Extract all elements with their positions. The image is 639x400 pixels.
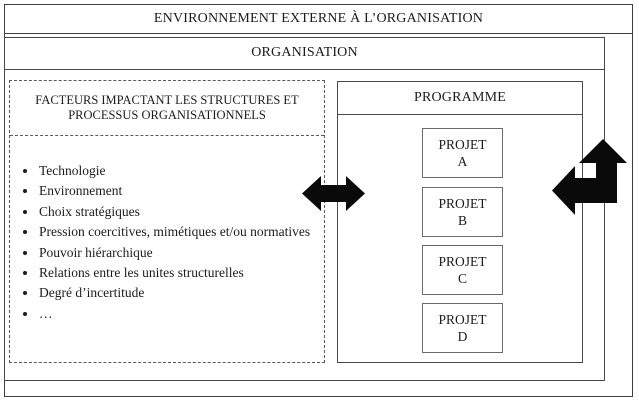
factor-item: Pouvoir hiérarchique xyxy=(38,243,318,263)
factor-item: Technologie xyxy=(38,161,318,181)
factor-item: Degré d’incertitude xyxy=(38,283,318,303)
project-b-label: PROJET xyxy=(438,196,487,211)
factor-item: Pression coercitives, mimétiques et/ou n… xyxy=(38,222,318,242)
factor-item: … xyxy=(38,304,318,324)
project-a-label: PROJET xyxy=(438,137,487,152)
factor-item: Environnement xyxy=(38,181,318,201)
project-c-label: PROJET xyxy=(438,254,487,269)
programme-box: PROGRAMME PROJET A PROJET B PROJET C PRO… xyxy=(337,81,583,363)
factors-list: Technologie Environnement Choix stratégi… xyxy=(10,161,324,324)
factors-heading: FACTEURS IMPACTANT LES STRUCTURES ET PRO… xyxy=(10,81,324,136)
programme-heading: PROGRAMME xyxy=(338,82,582,115)
project-a-id: A xyxy=(457,154,468,169)
up-left-elbow-arrow-icon xyxy=(552,139,627,215)
project-d-label: PROJET xyxy=(438,312,487,327)
factor-item: Choix stratégiques xyxy=(38,202,318,222)
project-c-box: PROJET C xyxy=(422,245,503,295)
project-d-id: D xyxy=(457,329,468,344)
organisation-title: ORGANISATION xyxy=(4,37,605,70)
project-a-box: PROJET A xyxy=(422,128,503,178)
organisation-title-text: ORGANISATION xyxy=(251,45,358,60)
project-b-box: PROJET B xyxy=(422,187,503,237)
factor-item: Relations entre les unites structurelles xyxy=(38,263,318,283)
external-environment-title-text: ENVIRONNEMENT EXTERNE À L’ORGANISATION xyxy=(153,11,484,26)
factors-box: FACTEURS IMPACTANT LES STRUCTURES ET PRO… xyxy=(9,80,325,363)
bidirectional-arrow-icon xyxy=(302,176,365,211)
project-d-box: PROJET D xyxy=(422,303,503,353)
project-c-id: C xyxy=(457,271,467,286)
project-b-id: B xyxy=(457,213,467,228)
external-environment-title: ENVIRONNEMENT EXTERNE À L’ORGANISATION xyxy=(4,4,633,34)
